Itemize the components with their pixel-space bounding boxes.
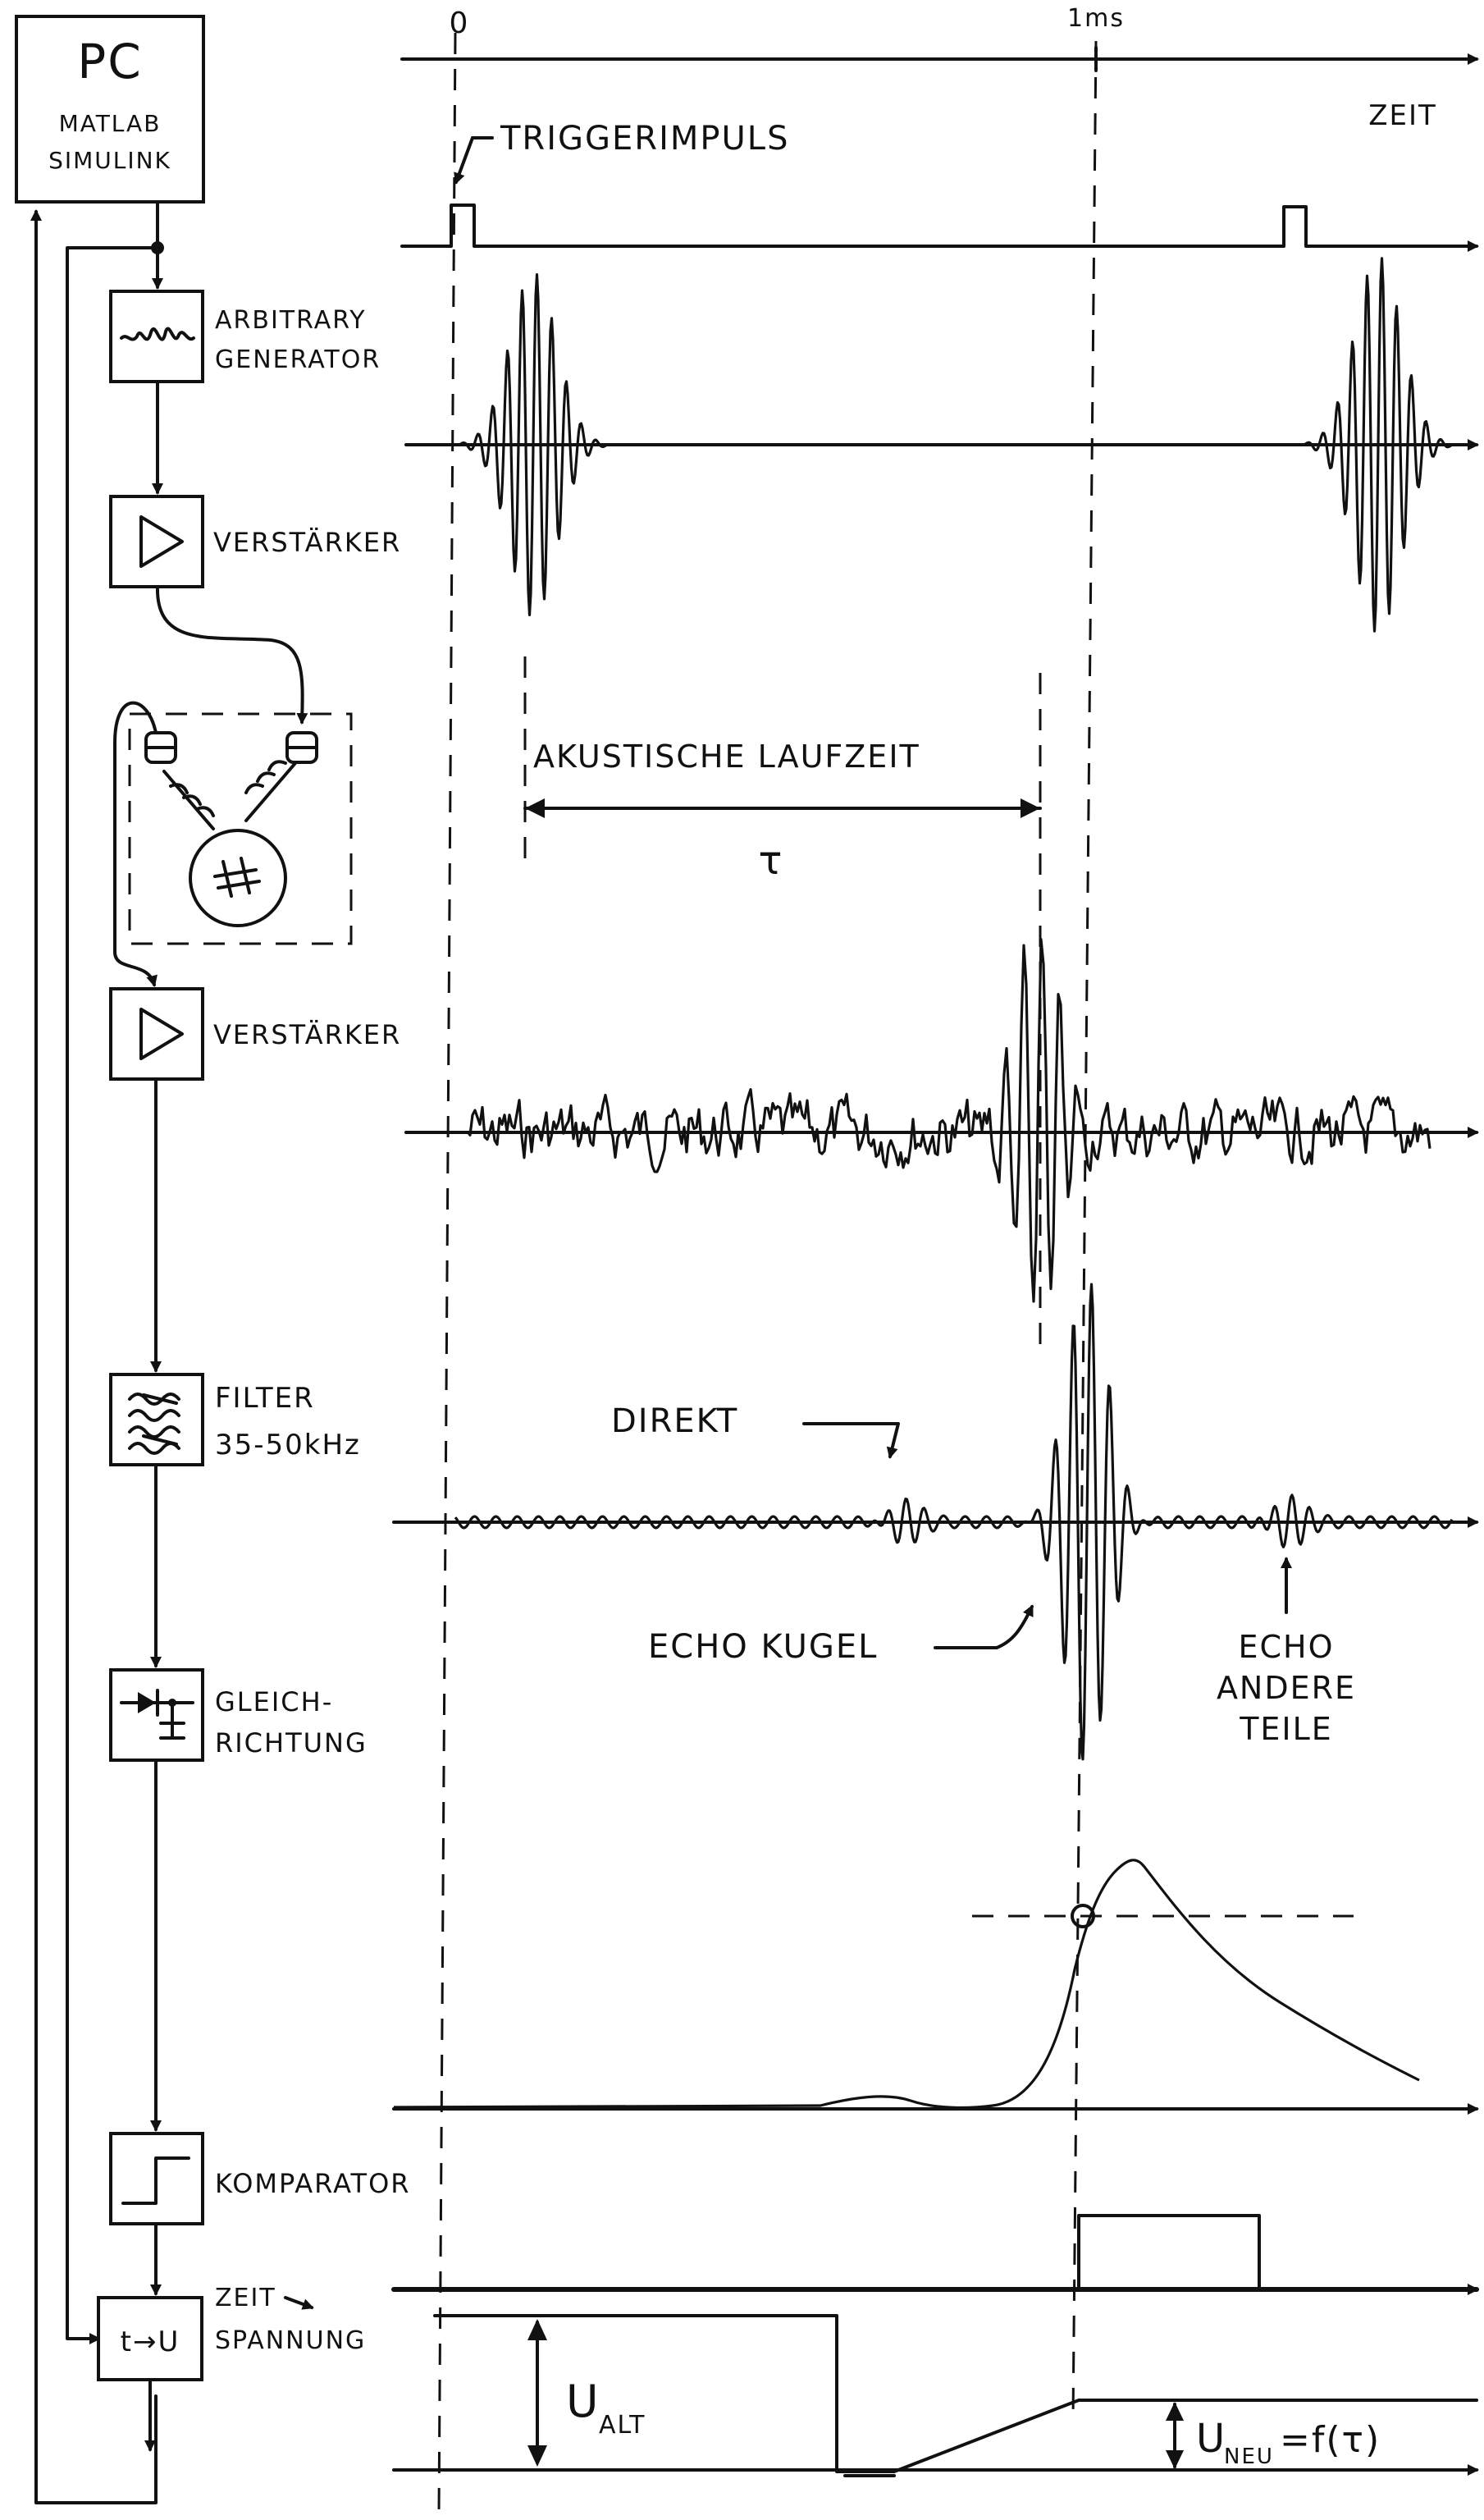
filtered-signal (454, 1283, 1454, 1761)
trigger-branch-line (66, 246, 159, 2344)
verstaerker2-label: VERSTÄRKER (213, 1019, 401, 1050)
time-to-voltage-block (97, 2296, 203, 2381)
ball-hatch (213, 857, 261, 898)
tau-label: τ (759, 838, 784, 884)
filter-wave-2 (128, 1409, 180, 1422)
axis-zero-label: 0 (450, 7, 470, 40)
block-chain: PC MATLAB SIMULINK ARBITRARY GENERATOR V… (15, 15, 410, 2504)
laufzeit-arrow-right (1021, 798, 1040, 818)
trigger-label: TRIGGERIMPULS (500, 120, 789, 158)
komparator-label: KOMPARATOR (215, 2168, 410, 2199)
amplifier-icon (139, 515, 184, 568)
filter-wave-1 (128, 1393, 180, 1406)
echo-label-3: TEILE (1239, 1711, 1333, 1747)
voltage-output-signal (433, 2314, 1478, 2473)
filter-slash-1 (142, 1393, 178, 1405)
diode-icon (120, 1689, 194, 1740)
filter-wave-3 (128, 1425, 180, 1438)
trigger-signal (400, 204, 1479, 252)
amplifier-icon-2 (139, 1008, 184, 1060)
simulink-label: SIMULINK (48, 147, 171, 174)
gleich-label-1: GLEICH- (215, 1686, 333, 1717)
u-alt-arrow-bottom (527, 2445, 547, 2467)
wave-icon (120, 327, 195, 341)
cable-to-transmitter (155, 585, 308, 725)
feedback-line (30, 209, 158, 2504)
threshold-crossing-marker (1071, 1904, 1095, 1928)
echo-kugel-label: ECHO KUGEL (648, 1628, 878, 1666)
arbitrary-label: ARBITRARY (215, 306, 367, 335)
filter-label: FILTER (215, 1382, 315, 1415)
filter-range-label: 35-50kHz (215, 1429, 361, 1461)
u-neu-arrow-top (1166, 2402, 1184, 2421)
filter-slash-2 (142, 1434, 178, 1446)
received-signal (466, 938, 1431, 1303)
sound-waves-icon (162, 760, 297, 830)
pc-label: PC (77, 34, 142, 89)
axis-1ms-label: 1ms (1067, 4, 1125, 33)
trigger-arrow (454, 136, 474, 185)
echo-label-1: ECHO (1238, 1629, 1334, 1665)
t1ms-reference-line (1071, 40, 1098, 2422)
direkt-label: DIREKT (611, 1402, 738, 1440)
envelope-signal (393, 1859, 1420, 2110)
amplifier-block-2 (109, 987, 204, 1081)
amplifier-block-1 (109, 495, 204, 588)
ball-target-icon (189, 829, 287, 927)
transmit-burst-2 (1304, 257, 1453, 633)
verstaerker1-label: VERSTÄRKER (213, 527, 401, 558)
u-alt-arrow-top (527, 2319, 547, 2340)
zeit-label: ZEIT (215, 2284, 276, 2312)
u-neu-label: U (1196, 2416, 1226, 2462)
spannung-label: SPANNUNG (215, 2326, 366, 2355)
u-neu-subscript: NEU (1224, 2445, 1274, 2469)
pc-block (15, 15, 205, 204)
u-neu-formula: =f(τ) (1280, 2419, 1381, 2461)
matlab-label: MATLAB (59, 110, 162, 137)
echo-kugel-arrow (934, 1604, 1034, 1649)
u-alt-label: U (566, 2376, 600, 2427)
measurement-chamber (128, 712, 353, 945)
axis-zeit-label: ZEIT (1368, 99, 1437, 132)
direkt-arrow (802, 1422, 900, 1459)
gleich-label-2: RICHTUNG (215, 1727, 368, 1759)
t-to-u-label: t→U (121, 2326, 180, 2358)
step-icon (121, 2156, 190, 2205)
timing-diagram: 0 1ms ZEIT TRIGGERIMPULS AKUSTISCHE LAUF… (391, 4, 1479, 2516)
t0-reference-line (437, 32, 457, 2516)
generator-label: GENERATOR (215, 345, 381, 374)
akustische-laufzeit-label: AKUSTISCHE LAUFZEIT (533, 739, 920, 775)
echo-label-2: ANDERE (1217, 1670, 1356, 1706)
transmit-burst-1 (459, 273, 608, 616)
laufzeit-arrow-left (525, 798, 545, 818)
comparator-pulse (1077, 2214, 1261, 2291)
zeit-arrow (284, 2296, 314, 2310)
u-neu-arrow-bottom (1166, 2450, 1184, 2469)
cable-from-receiver (113, 701, 158, 987)
u-alt-subscript: ALT (599, 2411, 646, 2440)
